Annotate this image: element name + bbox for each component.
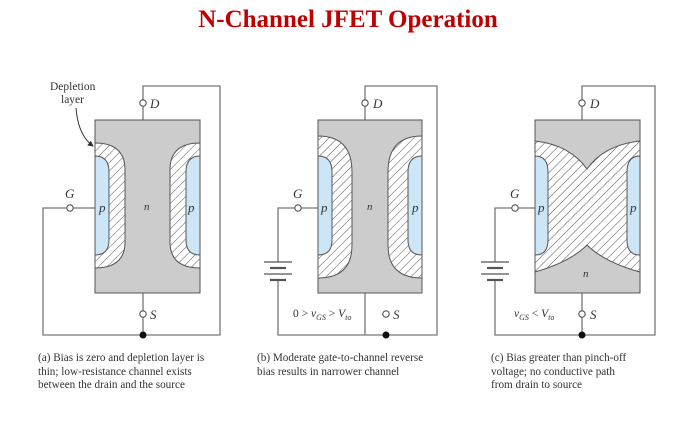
caption-line: voltage; no conductive path [491,365,615,378]
bias-condition: vGS​ < Vto​ [514,308,554,322]
depletion-annotation-line2: layer [61,94,84,106]
left-p-region [94,155,110,256]
bias-condition: 0 > vGS​ > Vto​ [293,308,351,322]
battery-icon [264,261,292,282]
drain-terminal [578,99,586,107]
channel-n-label: n [583,268,589,280]
page-title: N-Channel JFET Operation [198,6,498,33]
gate-label: G [293,186,303,201]
caption-line: bias results in narrower channel [257,365,400,378]
right-p-region [626,155,641,256]
gate-terminal [511,204,519,212]
left-p-label: p [320,200,328,215]
drain-wire [581,85,656,336]
symbol: V [541,308,550,320]
caption-line: (a) Bias is zero and depletion layer is [38,352,205,364]
right-p-label: p [187,200,195,215]
right-p-label: p [411,200,419,215]
symbol: v [514,308,520,320]
source-terminal [382,310,390,318]
subscript: GS [316,313,326,322]
symbol: v [311,308,317,320]
caption-line: (b) Moderate gate-to-channel reverse [257,352,424,364]
junction-dot [578,331,586,339]
drain-label: D [589,96,600,111]
left-p-label: p [537,200,545,215]
left-p-region [534,155,549,256]
panel-a: D G S p n p Depletion layer [42,81,221,339]
gate-label: G [65,186,75,201]
junction-dot [382,331,390,339]
channel-n-label: n [367,201,373,213]
symbol: V [338,308,347,320]
source-label: S [590,307,597,322]
caption-line: thin; low-resistance channel exists [38,365,192,378]
subscript: to [345,313,351,322]
caption-line: (c) Bias greater than pinch-off [491,352,627,364]
right-p-region [185,155,201,256]
junction-dot [139,331,147,339]
left-p-label: p [98,200,106,215]
source-label: S [150,307,157,322]
depletion-annotation-line1: Depletion [50,81,96,93]
caption-line: from drain to source [491,379,583,391]
operator: > [326,308,338,320]
annotation-arrow-icon [75,107,94,147]
drain-wire [364,85,438,336]
panel-c: D G S p n p vGS​ < Vto​ [481,85,656,339]
gate-label: G [510,186,520,201]
source-label: S [393,307,400,322]
subscript: GS [519,313,529,322]
caption-a: (a) Bias is zero and depletion layer is … [38,352,253,393]
drain-terminal [361,99,369,107]
drain-label: D [372,96,383,111]
drain-terminal [139,99,147,107]
battery-return-wire [277,280,365,336]
drain-label: D [149,96,160,111]
drain-wire [142,85,221,336]
gate-wire [277,207,318,262]
operator: 0 > [293,308,311,320]
caption-c: (c) Bias greater than pinch-off voltage;… [491,352,691,393]
right-p-region [407,155,423,256]
source-terminal [139,310,147,318]
gate-terminal [66,204,74,212]
right-p-label: p [629,200,637,215]
merged-depletion-layer [534,140,641,273]
caption-line: between the drain and the source [38,379,185,391]
gate-terminal [294,204,302,212]
operator: < [529,308,541,320]
panel-b: D G S p n p 0 > vGS​ > Vto​ [264,85,438,339]
subscript: to [548,313,554,322]
source-terminal [578,310,586,318]
battery-icon [481,261,509,282]
left-p-region [317,155,333,256]
caption-b: (b) Moderate gate-to-channel reverse bia… [257,352,472,379]
gate-wire [494,207,535,262]
battery-return-wire [494,280,582,336]
channel-n-label: n [144,201,150,213]
